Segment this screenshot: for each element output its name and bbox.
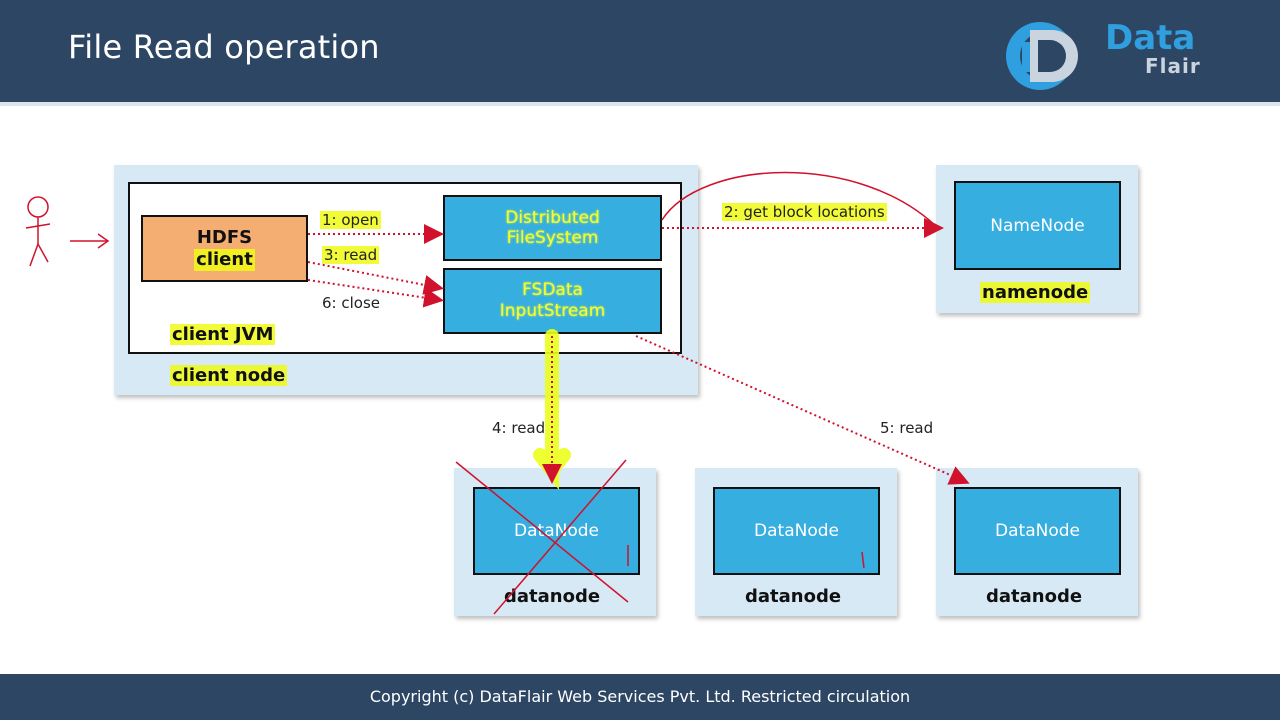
step-close-label: 6: close — [322, 294, 381, 312]
step-read3-label: 3: read — [322, 246, 380, 264]
hdfs-client-line2: client — [194, 248, 255, 271]
datanode-label-2: datanode — [745, 586, 842, 607]
hdfs-client-box: HDFS client — [141, 215, 308, 282]
distributed-fs-line2: FileSystem — [506, 228, 599, 248]
header-divider — [0, 102, 1280, 106]
namenode-box: NameNode — [954, 181, 1121, 270]
step-open-label: 1: open — [320, 211, 381, 229]
step-read3-text: 3: read — [322, 246, 380, 264]
footer-copyright: Copyright (c) DataFlair Web Services Pvt… — [0, 674, 1280, 720]
client-jvm-text: client JVM — [170, 324, 276, 345]
dataflair-logo-icon — [1006, 22, 1078, 90]
datanode-box-1: DataNode — [473, 487, 640, 575]
fsdata-line1: FSData — [522, 280, 583, 300]
client-jvm-label: client JVM — [170, 324, 276, 345]
logo-text-data: Data — [1105, 18, 1196, 58]
logo-text-flair: Flair — [1145, 54, 1201, 78]
step-read4-label: 4: read — [492, 419, 546, 437]
namenode-label: namenode — [980, 282, 1091, 303]
fsdata-inputstream-box: FSData InputStream — [443, 268, 662, 334]
step-get-blocks-text: 2: get block locations — [722, 203, 887, 221]
namenode-text: namenode — [980, 282, 1091, 303]
datanode-label-3: datanode — [986, 586, 1083, 607]
hdfs-client-line1: HDFS — [196, 226, 253, 248]
client-node-label: client node — [170, 365, 288, 386]
distributed-fs-line1: Distributed — [505, 208, 600, 228]
datanode-label-1: datanode — [504, 586, 601, 607]
step-read5-label: 5: read — [880, 419, 934, 437]
fsdata-line2: InputStream — [499, 301, 606, 321]
client-node-text: client node — [170, 365, 288, 386]
distributed-filesystem-box: Distributed FileSystem — [443, 195, 662, 261]
user-stick-figure-icon — [25, 196, 51, 267]
datanode-box-2: DataNode — [713, 487, 880, 575]
user-arrow-icon — [70, 233, 110, 249]
hand-drawn-curve — [661, 171, 941, 231]
step-get-blocks-label: 2: get block locations — [722, 203, 887, 221]
slide-title: File Read operation — [68, 28, 380, 66]
step-open-text: 1: open — [320, 211, 381, 229]
datanode-box-3: DataNode — [954, 487, 1121, 575]
